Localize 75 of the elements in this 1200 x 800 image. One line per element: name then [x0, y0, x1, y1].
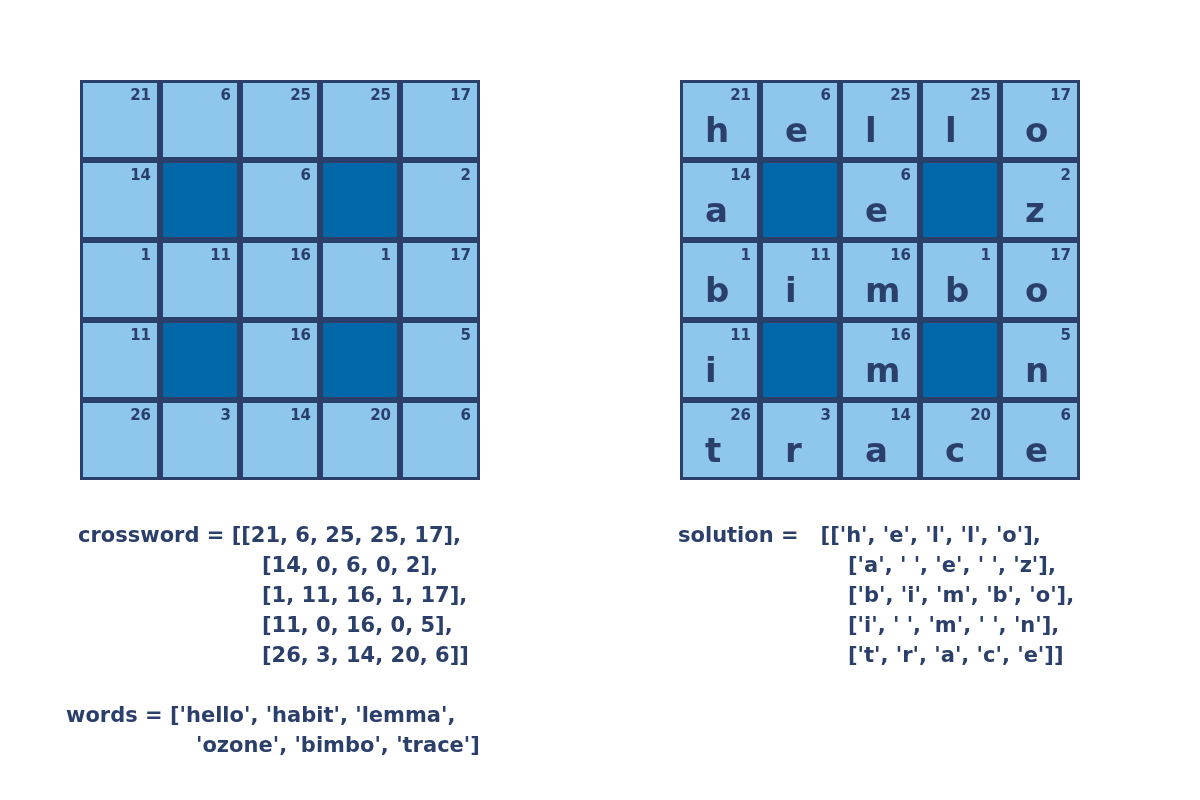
clue-number: 17 — [450, 87, 471, 103]
solution-letter: l — [865, 111, 877, 149]
clue-number: 21 — [730, 87, 751, 103]
solution-letter: h — [705, 111, 730, 149]
clue-number: 16 — [890, 327, 911, 343]
solution-letter: o — [1025, 271, 1049, 309]
clue-number: 1 — [740, 247, 751, 263]
clue-number: 17 — [1050, 247, 1071, 263]
solution-letter: l — [945, 111, 957, 149]
solution-letter: o — [1025, 111, 1049, 149]
clue-number: 14 — [130, 167, 151, 183]
code-line: [11, 0, 16, 0, 5], — [262, 612, 453, 638]
clue-number: 11 — [130, 327, 151, 343]
code-line: ['t', 'r', 'a', 'c', 'e']] — [848, 642, 1064, 668]
clue-number: 6 — [300, 167, 311, 183]
code-line: ['b', 'i', 'm', 'b', 'o'], — [848, 582, 1075, 608]
solution-letter: t — [705, 431, 722, 469]
solution-letter: c — [945, 431, 966, 469]
clue-number: 25 — [890, 87, 911, 103]
clue-number: 6 — [1060, 407, 1071, 423]
solution-letter: e — [785, 111, 809, 149]
solution-letter: m — [865, 271, 901, 309]
clue-number: 16 — [890, 247, 911, 263]
solution-letter: i — [785, 271, 797, 309]
clue-number: 2 — [460, 167, 471, 183]
clue-number: 14 — [290, 407, 311, 423]
solution-letter: a — [705, 191, 728, 229]
clue-number: 11 — [210, 247, 231, 263]
clue-number: 6 — [220, 87, 231, 103]
clue-number: 11 — [810, 247, 831, 263]
code-line: solution = [['h', 'e', 'l', 'l', 'o'], — [678, 522, 1041, 548]
solution-letter: e — [1025, 431, 1049, 469]
solution-letter: b — [705, 271, 730, 309]
clue-number: 16 — [290, 247, 311, 263]
clue-number: 6 — [900, 167, 911, 183]
solution-letter: a — [865, 431, 888, 469]
solution-letter: b — [945, 271, 970, 309]
solution-letter: m — [865, 351, 901, 389]
clue-number: 2 — [1060, 167, 1071, 183]
code-line: ['a', ' ', 'e', ' ', 'z'], — [848, 552, 1056, 578]
solution-letter: z — [1025, 191, 1045, 229]
solution-letter: r — [785, 431, 802, 469]
clue-number: 1 — [140, 247, 151, 263]
clue-number: 17 — [1050, 87, 1071, 103]
clue-number: 17 — [450, 247, 471, 263]
clue-number: 14 — [730, 167, 751, 183]
clue-number: 26 — [130, 407, 151, 423]
code-line: [14, 0, 6, 0, 2], — [262, 552, 438, 578]
code-line: [26, 3, 14, 20, 6]] — [262, 642, 469, 668]
clue-number: 20 — [970, 407, 991, 423]
clue-number: 6 — [820, 87, 831, 103]
solution-letter: n — [1025, 351, 1050, 389]
clue-number: 3 — [820, 407, 831, 423]
clue-number: 25 — [970, 87, 991, 103]
clue-number: 5 — [460, 327, 471, 343]
clue-number: 20 — [370, 407, 391, 423]
clue-number: 6 — [460, 407, 471, 423]
code-line: crossword = [[21, 6, 25, 25, 17], — [78, 522, 462, 548]
clue-number: 26 — [730, 407, 751, 423]
clue-number: 11 — [730, 327, 751, 343]
clue-number: 21 — [130, 87, 151, 103]
clue-number: 14 — [890, 407, 911, 423]
solution-letter: e — [865, 191, 889, 229]
clue-number: 5 — [1060, 327, 1071, 343]
clue-number: 3 — [220, 407, 231, 423]
clue-number: 16 — [290, 327, 311, 343]
clue-number: 1 — [980, 247, 991, 263]
code-line: words = ['hello', 'habit', 'lemma', — [66, 702, 456, 728]
clue-number: 1 — [380, 247, 391, 263]
code-line: ['i', ' ', 'm', ' ', 'n'], — [848, 612, 1060, 638]
solution-letter: i — [705, 351, 717, 389]
code-line: [1, 11, 16, 1, 17], — [262, 582, 468, 608]
code-line: 'ozone', 'bimbo', 'trace'] — [196, 732, 480, 758]
clue-number: 25 — [290, 87, 311, 103]
clue-number: 25 — [370, 87, 391, 103]
